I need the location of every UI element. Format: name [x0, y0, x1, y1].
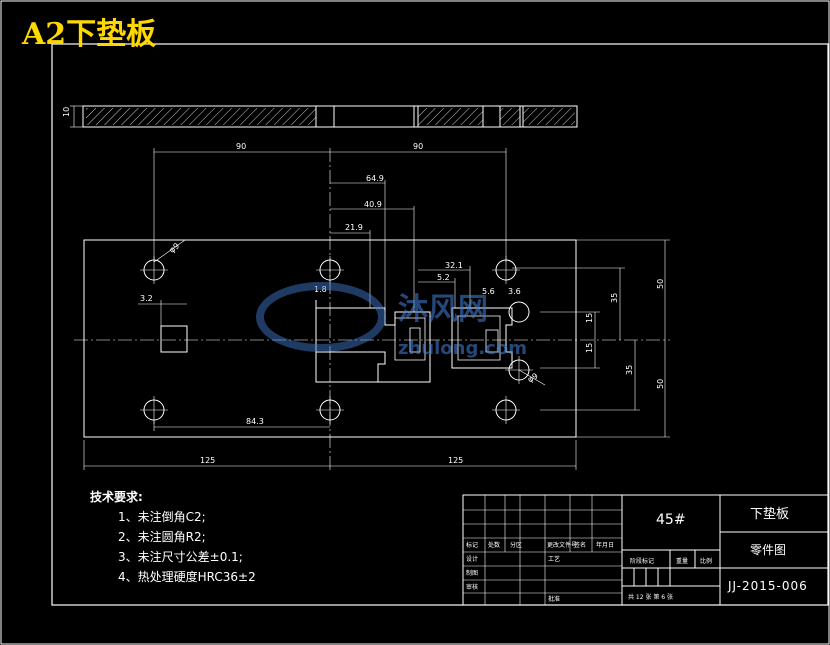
- stage-label: 比例: [700, 558, 713, 565]
- dim-hole-dia-2: φ9: [526, 371, 539, 384]
- dim-50-lower: 50: [656, 379, 665, 389]
- dim-3-2: 3.2: [140, 294, 153, 303]
- dim-90-right: 90: [413, 142, 423, 151]
- tech-item: 3、未注尺寸公差±0.1;: [118, 550, 243, 564]
- col-label: 签名: [574, 542, 587, 549]
- dim-35-upper: 35: [610, 293, 619, 303]
- dim-64-9: 64.9: [366, 174, 384, 183]
- dim-32-1: 32.1: [445, 261, 463, 270]
- material-label: 45#: [656, 512, 686, 528]
- col-label: 年月日: [596, 542, 615, 549]
- dim-84-3: 84.3: [246, 417, 264, 426]
- row-label: 制图: [466, 570, 479, 577]
- dim-thickness: 10: [62, 107, 71, 117]
- stage-label: 重量: [676, 558, 689, 565]
- col-label: 处数: [488, 542, 501, 549]
- watermark-logo-icon: [256, 282, 386, 352]
- dim-21-9: 21.9: [345, 223, 363, 232]
- dim-35-lower: 35: [625, 365, 634, 375]
- hole: [508, 301, 530, 323]
- stage-label: 阶段标记: [630, 558, 655, 565]
- dim-125-right: 125: [448, 456, 463, 465]
- dimension-labels: 10 90 90 64.9 40.9 21.9 32.1 5.2 5.6 3.6…: [62, 107, 665, 465]
- tech-item: 4、热处理硬度HRC36±2: [118, 570, 256, 584]
- dim-5-2: 5.2: [437, 273, 450, 282]
- dim-90-left: 90: [236, 142, 246, 151]
- drawing-number-label: JJ-2015-006: [728, 579, 808, 593]
- dim-125-left: 125: [200, 456, 215, 465]
- title-block-frame: [462, 494, 829, 606]
- side-section-view: [70, 105, 578, 128]
- technical-requirements: 技术要求: 1、未注倒角C2; 2、未注圆角R2; 3、未注尺寸公差±0.1; …: [90, 487, 256, 587]
- dim-15-upper: 15: [585, 313, 594, 323]
- row-label: 标记: [466, 542, 479, 549]
- dim-15-lower: 15: [585, 343, 594, 353]
- tech-item: 2、未注圆角R2;: [118, 530, 206, 544]
- dim-50-upper: 50: [656, 279, 665, 289]
- row-label: 工艺: [548, 556, 561, 563]
- tech-heading: 技术要求:: [90, 490, 143, 504]
- dim-40-9: 40.9: [364, 200, 382, 209]
- dimension-lines: [83, 148, 670, 470]
- dim-5-6: 5.6: [482, 287, 495, 296]
- inner-frame: [51, 43, 829, 606]
- col-label: 分区: [510, 542, 523, 549]
- plan-view: [74, 148, 670, 470]
- col-label: 更改文件号: [547, 542, 578, 549]
- dim-3-6: 3.6: [508, 287, 521, 296]
- drawing-title-banner: A2下垫板: [22, 17, 157, 52]
- dim-hole-dia: φ9: [167, 241, 181, 255]
- watermark-url: zhulong.com: [398, 338, 527, 359]
- row-label: 批准: [548, 596, 561, 603]
- watermark-text: 沐风网: [398, 292, 488, 327]
- row-label: 设计: [466, 556, 479, 563]
- drawing-type-label: 零件图: [750, 543, 787, 557]
- part-name-label: 下垫板: [750, 507, 790, 522]
- sheet-info: 共 12 张 第 6 张: [628, 594, 673, 601]
- row-label: 审核: [466, 584, 479, 591]
- tech-item: 1、未注倒角C2;: [118, 510, 206, 524]
